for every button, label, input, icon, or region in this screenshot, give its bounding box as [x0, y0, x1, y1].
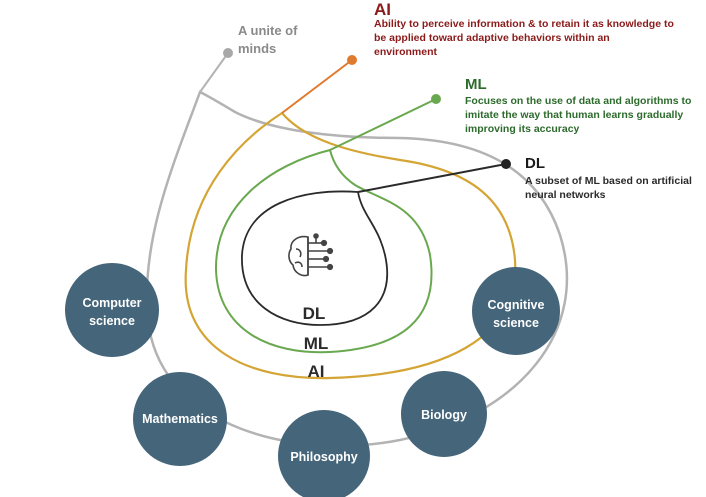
- discipline-circle-cognitive-science: [472, 267, 560, 355]
- brain-circuit-icon: [288, 233, 334, 277]
- discipline-label-computer-science: Computer science: [82, 296, 142, 328]
- ring-label-ai: AI: [307, 362, 325, 381]
- ml-description: Focuses on the use of data and algorithm…: [465, 95, 692, 135]
- discipline-label-biology: Biology: [421, 408, 467, 422]
- dl-description: A subset of ML based on artificial neura…: [525, 175, 692, 201]
- discipline-label-philosophy: Philosophy: [290, 450, 358, 464]
- ai-title: AI: [374, 0, 391, 19]
- discipline-circle-mathematics: [133, 372, 227, 466]
- ml-dot: [431, 94, 441, 104]
- ai-connector: [281, 59, 353, 114]
- dl-title: DL: [525, 155, 545, 172]
- unite-dot: [223, 48, 233, 58]
- ml-connector: [329, 98, 437, 151]
- discipline-label-mathematics: Mathematics: [142, 412, 218, 426]
- ai-dot: [347, 55, 357, 65]
- discipline-circle-computer-science: [65, 263, 159, 357]
- discipline-circle-philosophy: [278, 410, 370, 497]
- dl-ring: [241, 190, 389, 326]
- ml-title: ML: [465, 76, 487, 93]
- ring-label-dl: DL: [302, 304, 326, 323]
- dl-connector: [357, 163, 507, 193]
- discipline-circle-biology: [401, 371, 487, 457]
- ring-label-ml: ML: [303, 334, 329, 353]
- dl-dot: [501, 159, 511, 169]
- discipline-label-cognitive-science: Cognitive science: [487, 298, 545, 330]
- ai-ring: [184, 111, 517, 380]
- ml-ring: [214, 148, 433, 354]
- unite-connector: [199, 52, 229, 93]
- ai-description: Ability to perceive information & to ret…: [374, 18, 674, 58]
- unite-label: A unite of minds: [238, 23, 298, 56]
